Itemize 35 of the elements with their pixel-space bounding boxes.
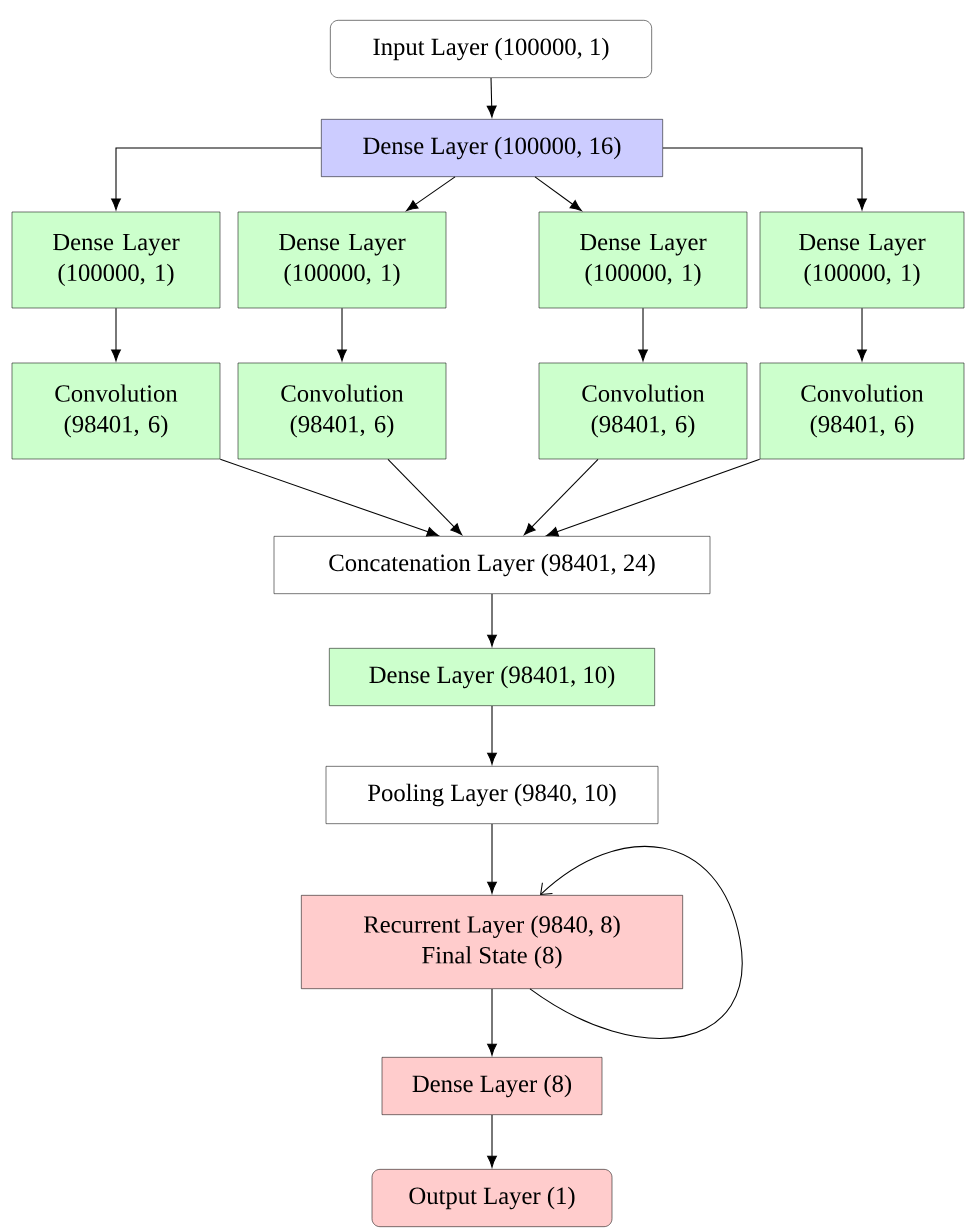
layer-box: Dense Layer (100000, 1) (759, 211, 965, 309)
layer-box: Convolution (98401, 6) (538, 362, 748, 460)
layer-box: Dense Layer (98401, 10) (329, 648, 655, 706)
arrow (523, 458, 599, 536)
arrow (638, 307, 648, 362)
arrow (534, 176, 582, 212)
layer-box: Pooling Layer (9840, 10) (325, 766, 659, 824)
layer-box: Dense Layer (8) (381, 1057, 603, 1115)
layer-box: Recurrent Layer (9840, 8) Final State (8) (301, 895, 683, 989)
layer-box: Convolution (98401, 6) (237, 362, 447, 460)
arrow (487, 593, 497, 647)
layer-box: Dense Layer (100000, 1) (237, 211, 447, 309)
layer-box: Convolution (98401, 6) (759, 362, 965, 460)
layer-box: Dense Layer (100000, 16) (321, 119, 663, 177)
layer-box: Output Layer (1) (371, 1169, 613, 1227)
arrow (406, 176, 456, 212)
arrow (486, 77, 497, 118)
layer-box: Convolution (98401, 6) (11, 362, 221, 460)
arrow (487, 705, 497, 765)
arrow (487, 988, 497, 1056)
arrow (111, 147, 322, 211)
loop-arrow (529, 845, 743, 1039)
arrow (387, 458, 463, 536)
arrow (487, 1114, 497, 1168)
arrow (111, 307, 121, 362)
arrow (219, 458, 439, 537)
layer-box: Dense Layer (100000, 1) (538, 211, 748, 309)
arrow (857, 307, 867, 362)
arrow (337, 307, 347, 362)
arrow (662, 147, 867, 211)
layer-box: Dense Layer (100000, 1) (11, 211, 221, 309)
layer-box: Input Layer (100000, 1) (330, 20, 652, 78)
layer-box: Concatenation Layer (98401, 24) (273, 536, 711, 594)
arrow (546, 458, 761, 537)
arrow (487, 823, 497, 894)
